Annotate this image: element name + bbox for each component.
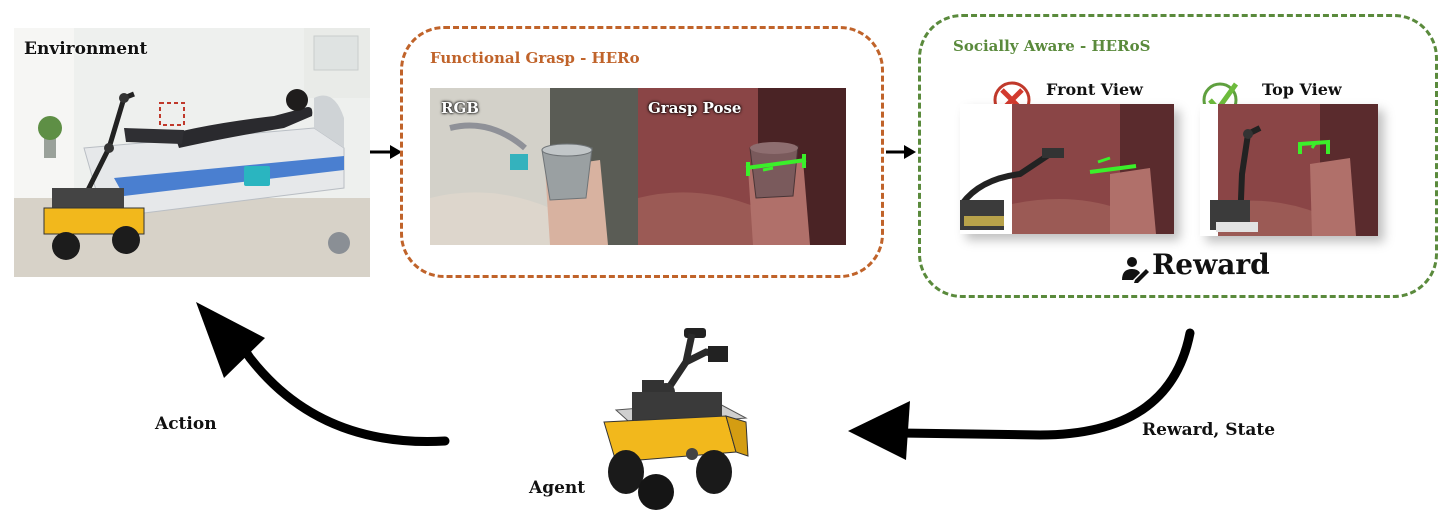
- functional-grasp-title: Functional Grasp - HERo: [430, 49, 640, 67]
- socially-aware-title: Socially Aware - HERoS: [953, 37, 1151, 55]
- grasp-pose-scene: [638, 88, 846, 245]
- action-label: Action: [155, 414, 217, 434]
- top-view-scene: [1200, 104, 1378, 236]
- reward-label: Reward: [1152, 248, 1270, 281]
- arrow-right-icon: [370, 145, 402, 159]
- environment-scene: [14, 28, 370, 277]
- agent-label: Agent: [529, 478, 586, 498]
- top-view-label: Top View: [1262, 80, 1342, 99]
- rgb-scene: [430, 88, 638, 245]
- action-arrow: [196, 302, 450, 446]
- reward-state-label: Reward, State: [1142, 420, 1276, 440]
- rgb-label: RGB: [441, 99, 479, 117]
- arrow-right-icon: [886, 145, 916, 159]
- rgb-image: [430, 88, 638, 245]
- grasp-pose-label: Grasp Pose: [648, 99, 742, 117]
- front-view-scene: [960, 104, 1174, 234]
- functional-grasp-panel: [400, 26, 884, 278]
- agent-robot-image: [603, 328, 749, 510]
- front-view-label: Front View: [1046, 80, 1143, 99]
- environment-label: Environment: [24, 39, 148, 59]
- reward-state-arrow: [848, 328, 1195, 460]
- environment-photo: [14, 28, 370, 277]
- top-view-image: [1200, 104, 1378, 236]
- grasp-pose-image: [638, 88, 846, 245]
- person-edit-icon: [1122, 257, 1149, 283]
- front-view-image: [960, 104, 1174, 234]
- socially-aware-panel: [918, 14, 1438, 298]
